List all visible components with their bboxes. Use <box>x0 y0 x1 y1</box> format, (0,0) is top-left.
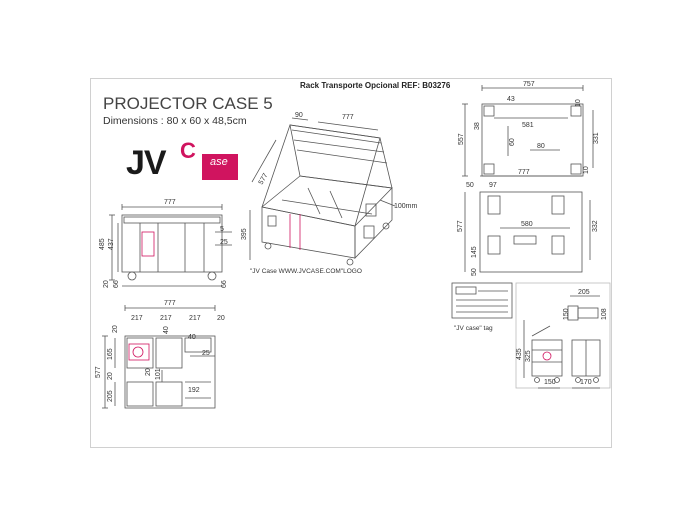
iso-dim-90: 90 <box>295 112 303 119</box>
top-dim-217-c: 217 <box>189 315 201 322</box>
front-dim-66-left: 66 <box>113 280 120 288</box>
side-dim-205: 205 <box>578 289 590 296</box>
side-dim-150-horiz: 150 <box>544 379 556 386</box>
side-view-dims: 205 150 108 435 325 150 170 <box>516 289 608 386</box>
top-view <box>102 305 216 409</box>
front-dim-20: 20 <box>103 280 110 288</box>
tag-caption: "JV case" tag <box>454 325 493 332</box>
top-dim-205: 205 <box>107 390 114 402</box>
top-dim-40-vert: 40 <box>163 326 170 334</box>
top-dim-40-horiz: 40 <box>188 334 196 341</box>
rack-top-dim-331: 331 <box>593 132 600 144</box>
rack-top-dims: 757 43 10 38 557 581 60 80 331 10 <box>458 81 600 174</box>
rack-top-dim-10-top: 10 <box>575 99 582 107</box>
side-view <box>515 282 611 389</box>
iso-dim-395: 395 <box>241 228 248 240</box>
top-view-dims: 777 217 217 217 20 20 40 40 25 577 165 2… <box>95 300 225 402</box>
rack-bottom-dim-332: 332 <box>592 220 599 232</box>
front-dim-66-right: 66 <box>221 280 228 288</box>
logo-ase-text: ase <box>210 156 228 168</box>
rack-bottom-dim-145: 145 <box>471 246 478 258</box>
rack-bottom-dim-50-top: 50 <box>466 182 474 189</box>
rack-top-dim-60: 60 <box>509 138 516 146</box>
rack-bottom-dims: 777 50 97 577 580 332 145 50 <box>457 169 599 276</box>
drawing-sheet <box>90 78 612 448</box>
front-dim-25: 25 <box>220 239 228 246</box>
jvcase-logo: JV C ase <box>120 138 240 185</box>
rack-bottom-dim-50-bottom: 50 <box>471 268 478 276</box>
rack-top-dim-43: 43 <box>507 96 515 103</box>
top-dim-217-b: 217 <box>160 315 172 322</box>
top-dim-101: 101 <box>155 368 162 380</box>
rack-top-dim-80: 80 <box>537 143 545 150</box>
rack-top-dim-757: 757 <box>523 81 535 88</box>
side-dim-108: 108 <box>601 308 608 320</box>
front-dim-inner-height: 437 <box>108 238 115 250</box>
logo-jv-text: JV <box>126 144 167 182</box>
tag-caption-group: "JV case" tag <box>454 325 493 332</box>
rack-bottom-dim-577: 577 <box>457 220 464 232</box>
front-dim-height: 485 <box>99 238 106 250</box>
rack-bottom-dim-580: 580 <box>521 221 533 228</box>
rack-bottom-dim-777: 777 <box>518 169 530 176</box>
iso-dim-100mm: 100mm <box>394 203 418 210</box>
front-dim-width: 777 <box>164 199 176 206</box>
iso-logo-caption: "JV Case WWW.JVCASE.COM"LOGO <box>250 268 362 275</box>
jvcase-tag <box>451 282 513 319</box>
iso-view <box>249 117 396 266</box>
top-dim-20-mid: 20 <box>107 372 114 380</box>
rack-bottom-plan <box>464 175 591 273</box>
rack-top-dim-581: 581 <box>522 122 534 129</box>
top-dim-20-right: 20 <box>217 315 225 322</box>
logo-magenta-box <box>202 154 238 180</box>
side-dim-435: 435 <box>516 348 523 360</box>
iso-view-dims: 90 777 577 395 100mm "JV Case WWW.JVCASE… <box>241 112 418 275</box>
iso-dim-777: 777 <box>342 114 354 121</box>
rack-top-dim-557: 557 <box>458 133 465 145</box>
side-dim-150-vert: 150 <box>563 308 570 320</box>
top-dim-192: 192 <box>188 387 200 394</box>
rack-reference-title: Rack Transporte Opcional REF: B03276 <box>300 81 451 90</box>
product-title: PROJECTOR CASE 5 <box>103 94 273 113</box>
rack-top-dim-38: 38 <box>474 122 481 130</box>
top-dim-20-top: 20 <box>112 325 119 333</box>
front-view-dims: 777 485 437 5 25 20 66 66 <box>99 199 228 288</box>
product-dimensions: Dimensions : 80 x 60 x 48,5cm <box>103 115 247 127</box>
top-dim-165: 165 <box>107 348 114 360</box>
top-dim-777: 777 <box>164 300 176 307</box>
side-dim-325: 325 <box>525 350 532 362</box>
logo-c-text: C <box>180 138 196 163</box>
top-dim-217-a: 217 <box>131 315 143 322</box>
front-view <box>109 204 232 287</box>
rack-top-dim-10-bottom: 10 <box>583 166 590 174</box>
top-dim-20-inner: 20 <box>145 368 152 376</box>
top-dim-577: 577 <box>95 366 102 378</box>
iso-dim-577: 577 <box>258 172 270 186</box>
side-dim-170: 170 <box>580 379 592 386</box>
rack-top-plan <box>462 85 594 177</box>
top-dim-25: 25 <box>202 350 210 357</box>
front-dim-5: 5 <box>220 226 224 233</box>
rack-bottom-dim-97: 97 <box>489 182 497 189</box>
